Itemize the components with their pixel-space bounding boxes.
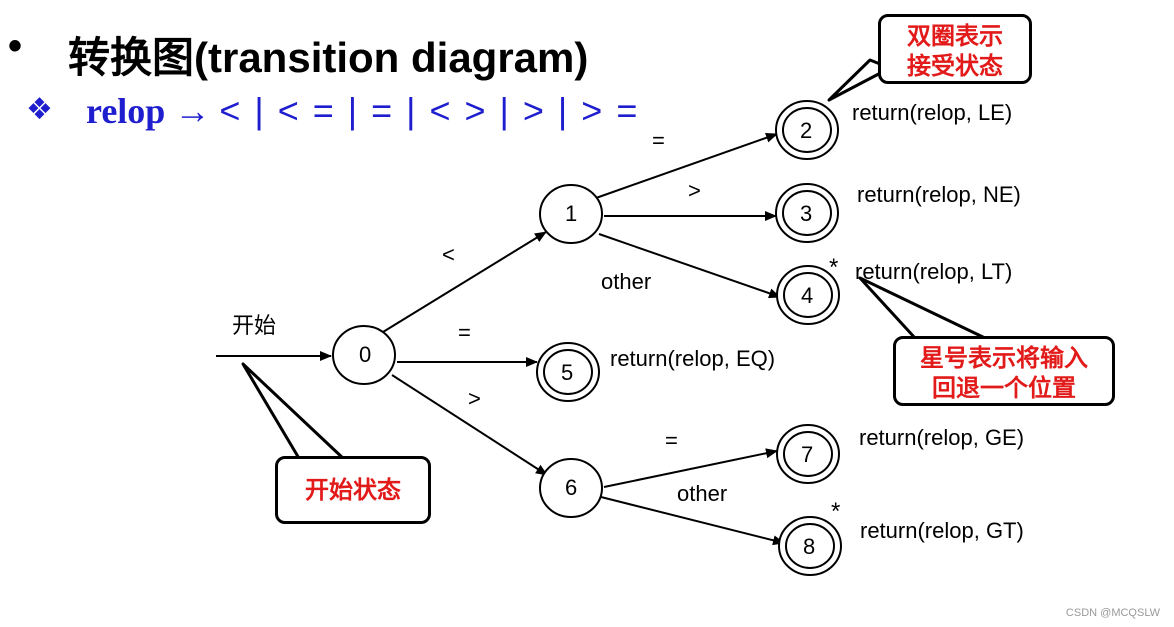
state-label-0: 0: [359, 342, 371, 367]
retract-star-8: *: [831, 498, 841, 525]
grammar-rhs: < | < = | = | < > | > | > =: [219, 90, 640, 131]
relop-grammar: relop → < | < = | = | < > | > | > =: [86, 90, 639, 132]
retract-callout-pointer: [858, 276, 987, 340]
edge-1-2: [595, 132, 778, 199]
start-callout-pointer: [241, 362, 347, 462]
state-4: [776, 265, 840, 325]
state-0: [332, 325, 396, 385]
grammar-lhs: relop: [86, 91, 166, 131]
edge-0-1: [382, 231, 547, 333]
return-label-4: return(relop, LT): [855, 259, 1013, 284]
title-bullet: •: [8, 24, 23, 68]
edge-label-0-1: <: [442, 242, 455, 267]
edge-6-7: [603, 448, 778, 488]
return-label-7: return(relop, GE): [859, 425, 1025, 450]
state-5: [536, 342, 600, 402]
edge-label-0-5: =: [458, 320, 471, 345]
return-label-8: return(relop, GT): [860, 518, 1024, 543]
edge-0-6: [391, 374, 548, 476]
edge-label-1-3: >: [688, 178, 701, 203]
return-label-3: return(relop, NE): [857, 182, 1021, 207]
start-label: 开始: [232, 313, 277, 338]
state-label-3: 3: [800, 201, 812, 226]
edge-label-6-8: other: [677, 481, 728, 506]
state-1: [539, 184, 603, 244]
retract-callout: 星号表示将输入 回退一个位置: [893, 336, 1115, 406]
state-8: [778, 516, 842, 576]
state-2: [775, 100, 839, 160]
state-6: [539, 458, 603, 518]
state-label-1: 1: [565, 201, 577, 226]
return-label-5: return(relop, EQ): [610, 346, 776, 371]
state-label-6: 6: [565, 475, 577, 500]
edge-label-6-7: =: [665, 428, 678, 453]
diamond-cluster-icon: ❖: [26, 93, 53, 126]
state-3: [775, 183, 839, 243]
state-label-4: 4: [801, 283, 813, 308]
edge-label-1-2: =: [652, 128, 665, 153]
edge-6-8: [600, 496, 785, 546]
edge-label-1-4: other: [601, 269, 652, 294]
state-label-5: 5: [561, 360, 573, 385]
return-label-2: return(relop, LE): [852, 100, 1013, 125]
edge-1-4: [598, 233, 781, 299]
state-7: [776, 424, 840, 484]
grammar-arrow: →: [174, 91, 211, 131]
accept-state-callout: 双圈表示 接受状态: [878, 14, 1032, 84]
state-label-2: 2: [800, 118, 812, 143]
watermark: CSDN @MCQSLW: [1065, 607, 1160, 619]
start-state-callout: 开始状态: [275, 456, 431, 524]
retract-star-4: *: [829, 254, 839, 281]
edge-label-0-6: >: [468, 386, 481, 411]
state-label-7: 7: [801, 442, 813, 467]
state-label-8: 8: [803, 534, 815, 559]
page-title: 转换图(transition diagram): [68, 34, 589, 81]
